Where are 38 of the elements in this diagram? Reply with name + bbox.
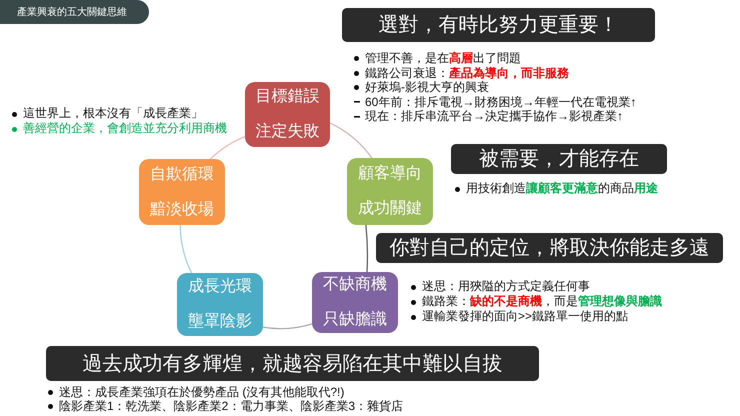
cycle-connector bbox=[180, 224, 192, 274]
stage-text: 成功關鍵 bbox=[358, 199, 422, 219]
bullet-text: 陰影產業1：乾洗業、陰影產業2：電力事業、陰影產業3：雜貨店 bbox=[59, 399, 404, 413]
headline-banner: 選對，有時比努力更重要！ bbox=[342, 8, 655, 42]
cycle-connector bbox=[330, 122, 372, 158]
stage-box bbox=[347, 158, 433, 225]
headline-banner: 被需要，才能存在 bbox=[451, 144, 667, 174]
stage-text: 目標錯誤 bbox=[256, 87, 320, 107]
stage-text: 黯淡收場 bbox=[150, 200, 214, 220]
bullet-text: 這世界上，根本沒有「成長產業」 bbox=[23, 106, 203, 121]
stage-text: 顧客導向 bbox=[358, 164, 422, 184]
stage-box bbox=[139, 159, 225, 225]
stage-text: 自欺循環 bbox=[150, 164, 214, 184]
bullet-text: 管理不善，是在高層出了問題 bbox=[365, 51, 521, 66]
cycle-connector bbox=[365, 224, 368, 272]
stage-text: 只缺膽識 bbox=[323, 310, 387, 330]
stage-box bbox=[177, 273, 263, 336]
title-banner: 產業興衰的五大關鍵思維 bbox=[0, 0, 149, 24]
bullet-text: 現在：排斥串流平台→決定攜手協作→影視產業↑ bbox=[365, 109, 623, 124]
bullet-text: 迷思：用狹隘的方式定義任何事 bbox=[422, 279, 590, 294]
stage-box bbox=[312, 272, 398, 333]
bullet-text: 60年前：排斥電視→財務困境→年輕一代在電視業↑ bbox=[365, 94, 636, 109]
bullet-text: 善經營的企業，會創造並充分利用商機 bbox=[23, 121, 227, 136]
bullet-text: 鐵路業：缺的不是商機，而是管理想像與膽識 bbox=[422, 294, 662, 309]
bullet-text: 用技術創造讓顧客更滿意的商品用途 bbox=[466, 181, 658, 196]
headline-banner: 你對自己的定位，將取決你能走多遠 bbox=[376, 233, 723, 263]
cycle-connector bbox=[262, 323, 312, 330]
bullet-text: 鐵路公司衰退：產品為導向，而非服務 bbox=[365, 66, 569, 80]
stage-box bbox=[245, 82, 330, 147]
bullet-text: 運輸業發揮的面向>>鐵路單一使用的點 bbox=[422, 309, 628, 324]
stage-text: 注定失敗 bbox=[256, 122, 320, 142]
stage-text: 不缺商機 bbox=[323, 275, 387, 295]
cycle-connector bbox=[210, 136, 246, 160]
bullet-text: 好萊塢-影視大亨的興衰 bbox=[365, 80, 489, 94]
headline-banner: 過去成功有多輝煌，就越容易陷在其中難以自拔 bbox=[46, 346, 539, 381]
bullet-text: 迷思：成長產業強項在於優勢產品 (沒有其他能取代?!) bbox=[59, 385, 344, 399]
stage-text: 成長光環 bbox=[188, 277, 252, 297]
stage-text: 壟罩陰影 bbox=[188, 312, 252, 332]
